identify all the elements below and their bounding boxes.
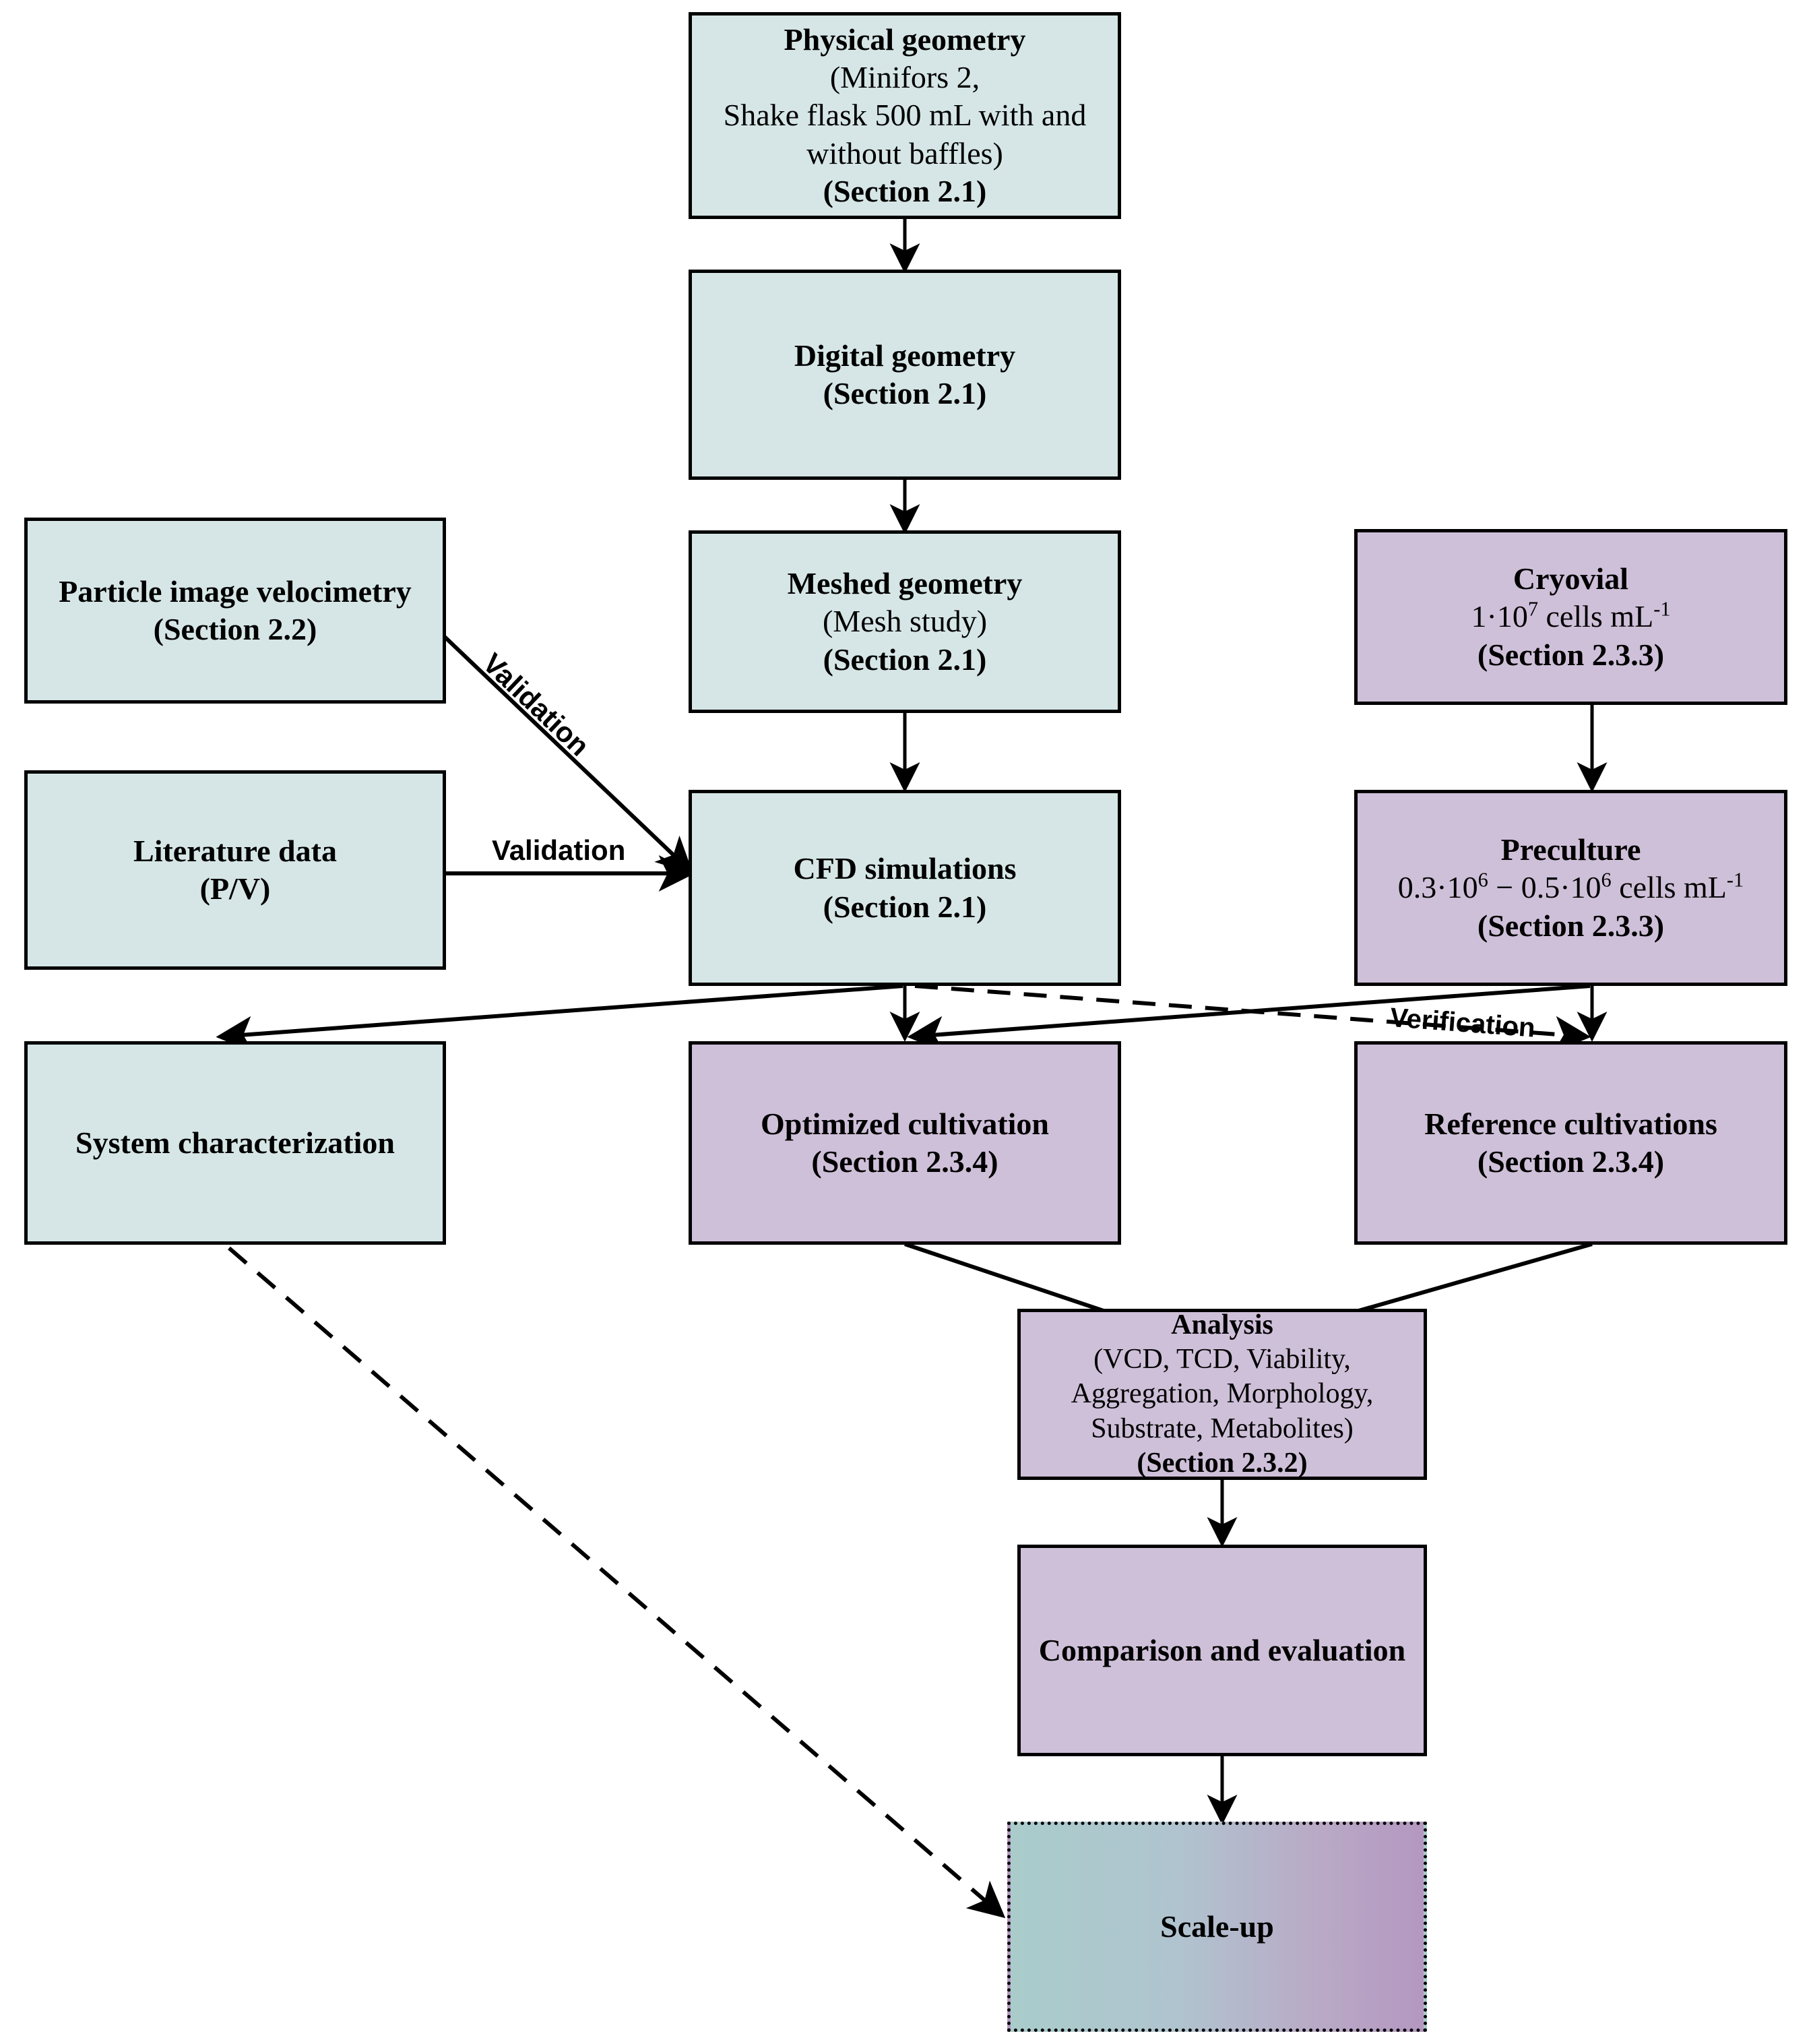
connector-cfd-to-system-characterization	[216, 984, 903, 1053]
meshed-geometry-line-1: Meshed geometry	[787, 566, 1023, 601]
node-system-characterization[interactable]: System characterization	[24, 1041, 446, 1245]
cfd-simulations-line-2: (Section 2.1)	[823, 889, 987, 924]
analysis-line-5: (Section 2.3.2)	[1137, 1447, 1308, 1479]
node-preculture[interactable]: Preculture 0.3·106 − 0.5·106 cells mL-1 …	[1354, 790, 1787, 986]
node-particle-image-velocimetry[interactable]: Particle image velocimetry (Section 2.2)	[24, 518, 446, 704]
cryovial-line-1: Cryovial	[1513, 561, 1629, 596]
optimized-cultivation-line-2: (Section 2.3.4)	[811, 1144, 998, 1179]
analysis-line-3: Aggregation, Morphology,	[1071, 1378, 1374, 1410]
cryovial-conc-exponent: 7	[1527, 598, 1539, 621]
cryovial-line-3: (Section 2.3.3)	[1477, 637, 1665, 672]
physical-geometry-line-2: (Minifors 2,	[829, 60, 980, 95]
analysis-line-4: Substrate, Metabolites)	[1091, 1413, 1354, 1444]
preculture-conc-unit: cells mL	[1611, 870, 1727, 905]
comparison-and-evaluation-line-1: Comparison and evaluation	[1038, 1632, 1406, 1667]
cryovial-conc-mantissa: 1·10	[1471, 599, 1528, 634]
node-reference-cultivations[interactable]: Reference cultivations (Section 2.3.4)	[1354, 1041, 1787, 1245]
optimized-cultivation-line-1: Optimized cultivation	[760, 1106, 1050, 1141]
cfd-simulations-line-1: CFD simulations	[793, 851, 1017, 886]
preculture-conc-high-exponent: 6	[1601, 869, 1612, 892]
edge-label-validation-diagonal: Validation	[476, 647, 596, 762]
system-characterization-line-1: System characterization	[75, 1125, 395, 1160]
preculture-conc-low-mantissa: 0.3·10	[1397, 870, 1478, 905]
preculture-conc-unit-exponent: -1	[1726, 869, 1744, 892]
cryovial-conc-unit-exponent: -1	[1653, 598, 1671, 621]
digital-geometry-line-1: Digital geometry	[794, 338, 1016, 373]
analysis-line-2: (VCD, TCD, Viability,	[1093, 1344, 1351, 1375]
node-analysis[interactable]: Analysis (VCD, TCD, Viability, Aggregati…	[1017, 1309, 1427, 1480]
edge-label-verification: Verification	[1389, 1003, 1537, 1043]
node-literature-data[interactable]: Literature data (P/V)	[24, 770, 446, 970]
particle-image-velocimetry-line-1: Particle image velocimetry	[59, 574, 412, 609]
physical-geometry-line-3: Shake flask 500 mL with and	[723, 98, 1087, 133]
node-cfd-simulations[interactable]: CFD simulations (Section 2.1)	[689, 790, 1121, 986]
node-cryovial[interactable]: Cryovial 1·107 cells mL-1 (Section 2.3.3…	[1354, 529, 1787, 705]
particle-image-velocimetry-line-2: (Section 2.2)	[153, 612, 317, 646]
literature-data-line-1: Literature data	[133, 833, 337, 868]
node-physical-geometry[interactable]: Physical geometry (Minifors 2, Shake fla…	[689, 12, 1121, 219]
node-comparison-and-evaluation[interactable]: Comparison and evaluation	[1017, 1545, 1427, 1756]
meshed-geometry-line-3: (Section 2.1)	[823, 642, 987, 677]
reference-cultivations-line-2: (Section 2.3.4)	[1477, 1144, 1665, 1179]
preculture-line-3: (Section 2.3.3)	[1477, 908, 1665, 943]
connector-system-characterization-to-scaleup	[228, 1246, 1006, 1919]
physical-geometry-line-4: without baffles)	[806, 135, 1003, 171]
physical-geometry-line-1: Physical geometry	[784, 22, 1026, 57]
meshed-geometry-line-2: (Mesh study)	[822, 604, 988, 639]
physical-geometry-line-5: (Section 2.1)	[823, 173, 987, 208]
digital-geometry-line-2: (Section 2.1)	[823, 376, 987, 410]
preculture-conc-low-exponent: 6	[1478, 869, 1488, 892]
cryovial-conc-unit: cells mL	[1538, 599, 1654, 634]
analysis-line-1: Analysis	[1171, 1309, 1273, 1340]
node-scale-up[interactable]: Scale-up	[1007, 1822, 1427, 2032]
literature-data-line-2: (P/V)	[199, 871, 271, 906]
preculture-line-1: Preculture	[1500, 832, 1641, 867]
edge-label-validation-horizontal: Validation	[492, 834, 626, 866]
reference-cultivations-line-1: Reference cultivations	[1424, 1106, 1717, 1141]
cryovial-line-2: 1·107 cells mL-1	[1471, 598, 1671, 636]
scale-up-line-1: Scale-up	[1160, 1909, 1274, 1944]
preculture-conc-high-mantissa: − 0.5·10	[1488, 870, 1601, 905]
preculture-line-2: 0.3·106 − 0.5·106 cells mL-1	[1398, 869, 1744, 906]
node-optimized-cultivation[interactable]: Optimized cultivation (Section 2.3.4)	[689, 1041, 1121, 1245]
node-digital-geometry[interactable]: Digital geometry (Section 2.1)	[689, 270, 1121, 480]
node-meshed-geometry[interactable]: Meshed geometry (Mesh study) (Section 2.…	[689, 530, 1121, 713]
